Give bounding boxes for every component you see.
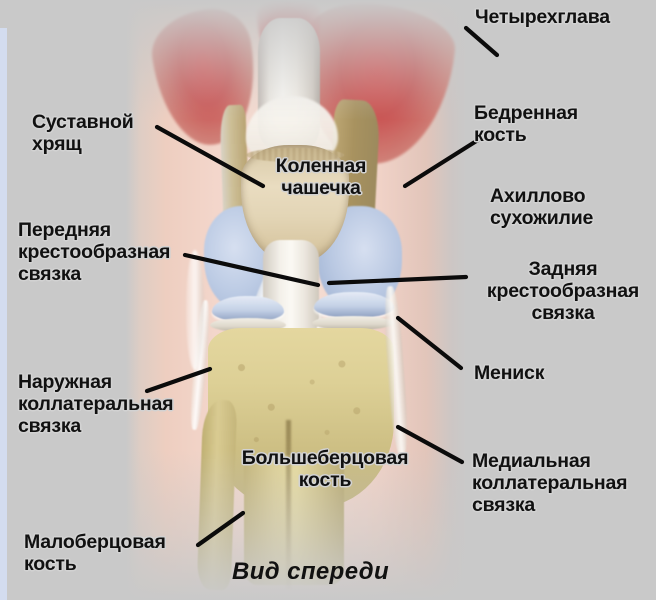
meniscus-medial (312, 316, 394, 330)
label-tibia: Большеберцовая кость (241, 447, 409, 492)
label-acl: Передняя крестообразная связка (18, 219, 171, 286)
tibial-cartilage-lateral (212, 296, 284, 322)
view-caption: Вид спереди (232, 558, 390, 585)
label-mcl: Медиальная коллатеральная связка (472, 450, 628, 517)
label-articular-cartilage: Суставной хрящ (32, 111, 134, 156)
left-edge-strip (0, 28, 7, 600)
label-pcl: Задняя крестообразная связка (486, 258, 640, 325)
label-patella: Коленная чашечка (275, 155, 367, 200)
patella-rim (246, 148, 344, 162)
top-fade-overlay (126, 0, 466, 120)
knee-illustration (126, 0, 466, 600)
bottom-fade-overlay (126, 450, 466, 600)
label-achilles-tendon: Ахиллово сухожилие (490, 185, 594, 230)
tibial-cartilage-medial (314, 292, 394, 318)
label-fibula: Малоберцовая кость (24, 531, 166, 576)
label-quadriceps: Четырехглава (475, 6, 610, 28)
leader-quadriceps (463, 25, 500, 58)
label-lcl: Наружная коллатеральная связка (18, 371, 174, 438)
label-meniscus: Мениск (474, 362, 545, 384)
label-femur: Бедренная кость (474, 102, 578, 147)
